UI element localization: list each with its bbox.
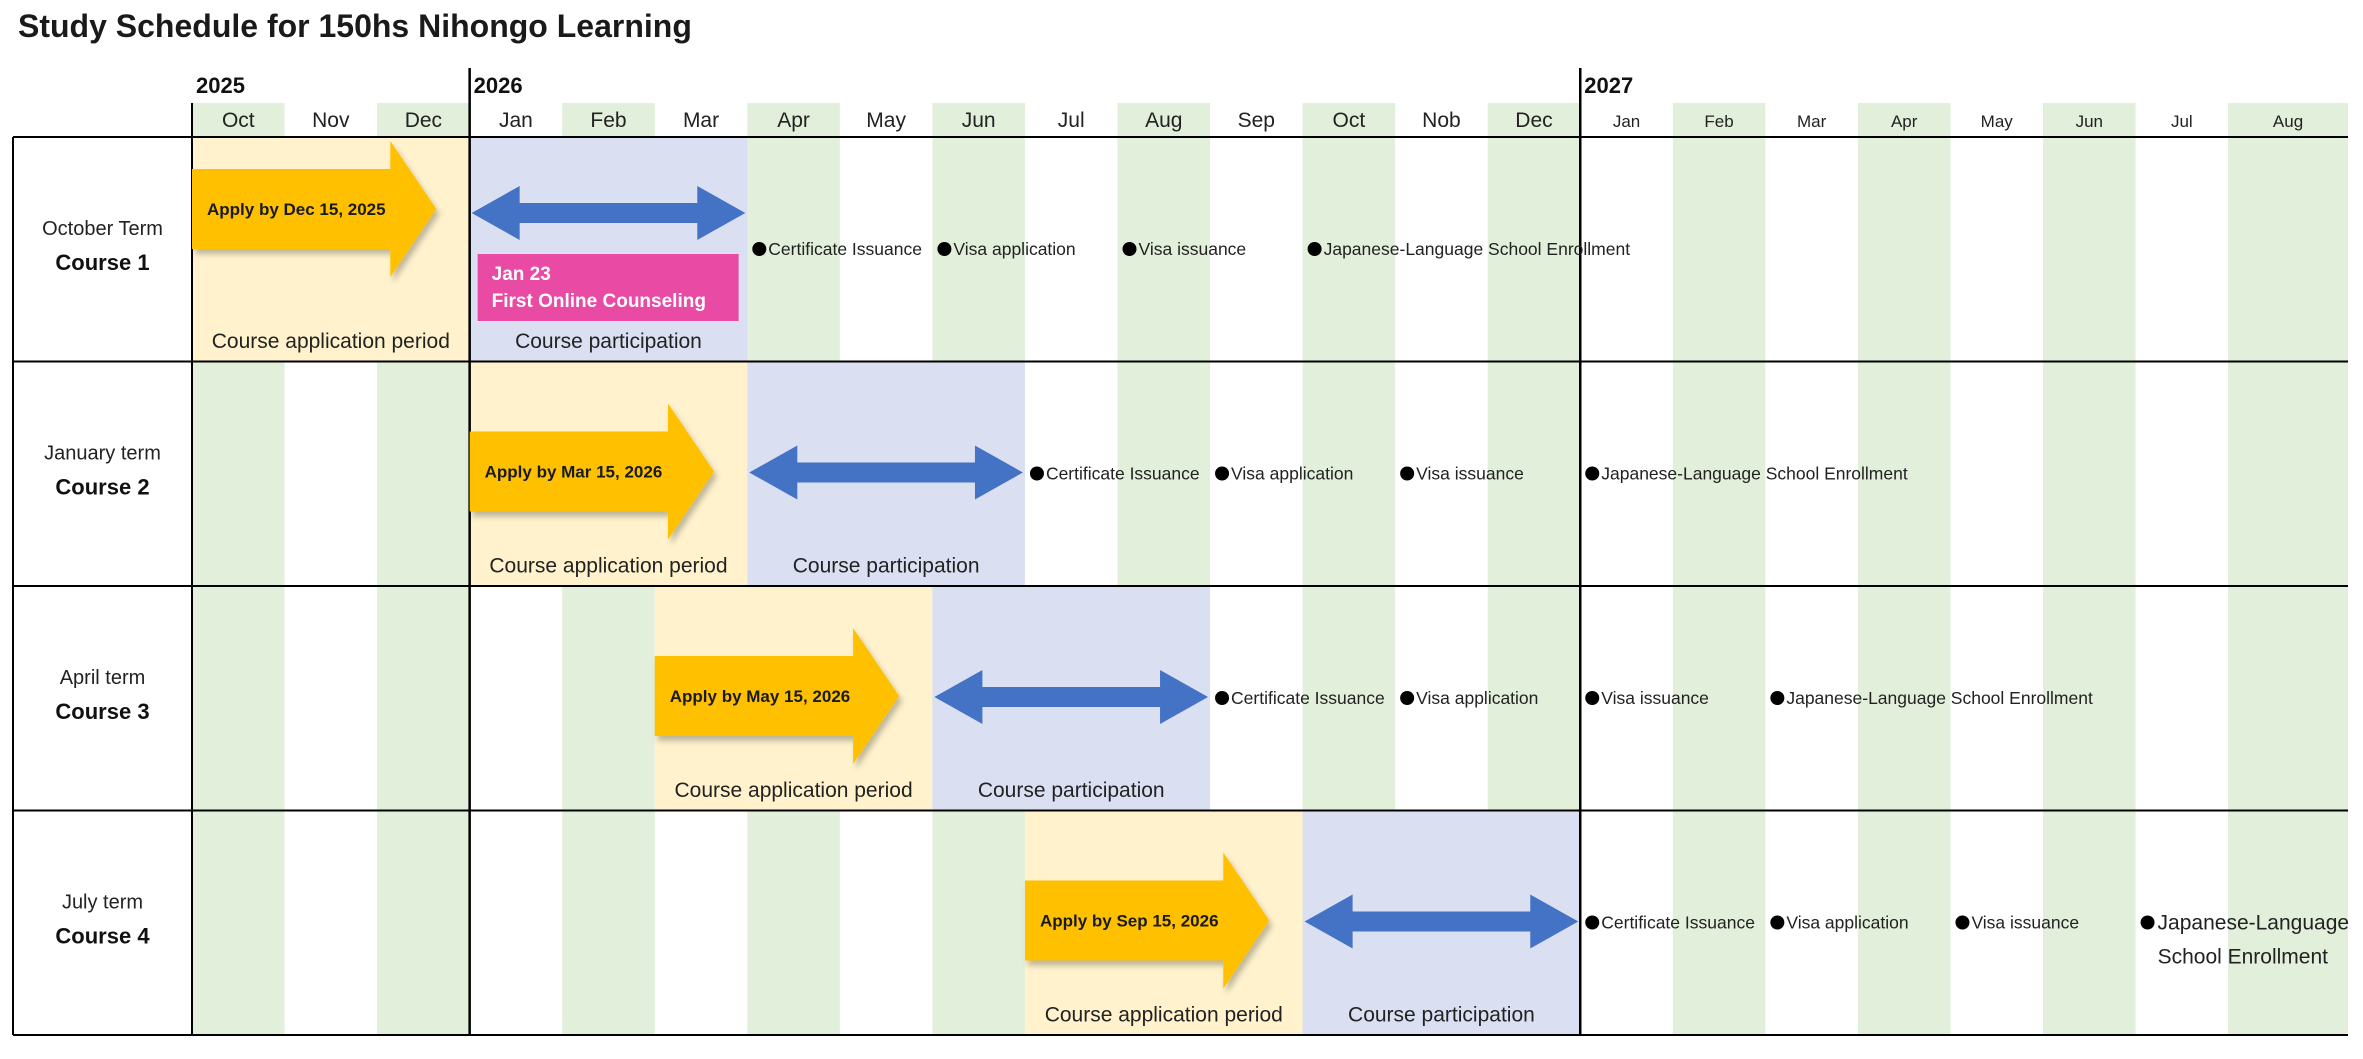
milestone-label: Certificate Issuance	[1046, 464, 1200, 484]
month-label: Jul	[1058, 109, 1085, 132]
month-label: Mar	[1797, 112, 1827, 131]
milestone-label: Visa application	[1786, 913, 1908, 933]
course-term-label: January term	[44, 443, 161, 465]
month-label: Dec	[1515, 109, 1552, 132]
month-label: May	[1981, 112, 2014, 131]
apply-deadline-arrow	[469, 403, 714, 540]
milestone-dot	[1585, 466, 1600, 481]
course-name-label: Course 4	[55, 924, 150, 949]
counseling-box	[477, 254, 739, 321]
apply-deadline-label: Apply by May 15, 2026	[670, 687, 850, 706]
application-period-label: Course application period	[1045, 1004, 1283, 1027]
apply-deadline-label: Apply by Sep 15, 2026	[1040, 912, 1219, 931]
milestone-label: Japanese-Language	[2158, 912, 2350, 935]
month-label: Feb	[590, 109, 626, 132]
counseling-date: Jan 23	[492, 264, 551, 285]
milestone-dot	[1585, 915, 1600, 930]
month-label: Dec	[405, 109, 442, 132]
course-term-label: July term	[62, 892, 143, 914]
milestone-dot	[1122, 242, 1137, 256]
participation-period-label: Course participation	[978, 779, 1165, 802]
application-period-label: Course application period	[674, 779, 912, 802]
year-label: 2026	[474, 73, 523, 98]
course-name-label: Course 3	[55, 699, 149, 724]
month-label: May	[866, 109, 906, 132]
participation-double-arrow	[934, 670, 1209, 724]
year-label: 2027	[1584, 73, 1633, 98]
milestone-dot	[1585, 691, 1600, 705]
milestone-dot	[1307, 242, 1322, 256]
month-shade-column	[1672, 103, 1766, 1035]
apply-deadline-arrow	[1024, 852, 1270, 989]
application-period-label: Course application period	[489, 555, 727, 578]
page-title: Study Schedule for 150hs Nihongo Learnin…	[18, 8, 692, 44]
year-label: 2025	[196, 73, 245, 98]
milestone-label: Visa issuance	[1139, 239, 1247, 259]
milestone-dot	[1215, 691, 1230, 705]
application-period-label: Course application period	[212, 330, 450, 353]
milestone-label: Japanese-Language School Enrollment	[1786, 688, 2093, 708]
month-label: Jun	[962, 109, 996, 132]
milestone-label: Visa application	[1231, 464, 1353, 484]
month-shade-column	[2228, 103, 2348, 1035]
milestone-label: Certificate Issuance	[768, 239, 922, 259]
participation-period-label: Course participation	[515, 330, 702, 353]
apply-deadline-arrow	[192, 141, 437, 277]
milestone-dot	[2140, 915, 2155, 930]
month-label: Mar	[683, 109, 719, 132]
milestone-label: Visa issuance	[1601, 688, 1709, 708]
month-shade-column	[2043, 103, 2136, 1035]
milestone-dot	[1770, 915, 1785, 930]
month-label: Feb	[1704, 112, 1733, 131]
month-label: Nov	[312, 109, 350, 132]
milestone-label: Visa application	[1416, 688, 1538, 708]
month-label: Nob	[1422, 109, 1461, 132]
participation-period-label: Course participation	[1348, 1004, 1535, 1027]
month-label: Oct	[222, 109, 255, 132]
participation-double-arrow	[749, 445, 1023, 500]
month-label: Oct	[1333, 109, 1366, 132]
participation-period-label: Course participation	[793, 555, 980, 578]
month-label: Jun	[2076, 112, 2103, 131]
month-label: Jan	[1613, 112, 1640, 131]
course-term-label: October Term	[42, 218, 163, 240]
milestone-dot	[937, 242, 952, 256]
participation-period-band	[469, 137, 748, 362]
month-label: Jan	[499, 109, 533, 132]
milestone-label: Visa issuance	[1416, 464, 1524, 484]
course-name-label: Course 2	[55, 475, 149, 500]
month-label: Apr	[1891, 112, 1918, 131]
participation-double-arrow	[471, 186, 746, 240]
milestone-label: Visa issuance	[1971, 913, 2079, 933]
month-label: Aug	[2273, 112, 2303, 131]
milestone-dot	[752, 242, 767, 256]
milestone-dot	[1029, 466, 1044, 481]
milestone-label: Japanese-Language School Enrollment	[1324, 239, 1631, 259]
apply-deadline-label: Apply by Mar 15, 2026	[485, 463, 663, 482]
month-label: Sep	[1238, 109, 1275, 132]
month-shade-column	[1857, 103, 1951, 1035]
milestone-label: Japanese-Language School Enrollment	[1601, 464, 1908, 484]
month-label: Aug	[1145, 109, 1182, 132]
milestone-label: Certificate Issuance	[1601, 913, 1755, 933]
counseling-text: First Online Counseling	[492, 291, 706, 312]
apply-deadline-label: Apply by Dec 15, 2025	[207, 200, 386, 219]
participation-double-arrow	[1304, 894, 1579, 949]
apply-deadline-arrow	[654, 628, 900, 764]
month-label: Apr	[777, 109, 810, 132]
milestone-dot	[1215, 466, 1230, 481]
milestone-label: Certificate Issuance	[1231, 688, 1385, 708]
month-label: Jul	[2171, 112, 2193, 131]
milestone-label: School Enrollment	[2158, 946, 2329, 969]
course-term-label: April term	[60, 667, 146, 689]
milestone-dot	[1955, 915, 1970, 930]
milestone-label: Visa application	[953, 239, 1075, 259]
course-name-label: Course 1	[55, 250, 149, 275]
milestone-dot	[1770, 691, 1785, 705]
milestone-dot	[1400, 691, 1415, 705]
milestone-dot	[1400, 466, 1415, 481]
